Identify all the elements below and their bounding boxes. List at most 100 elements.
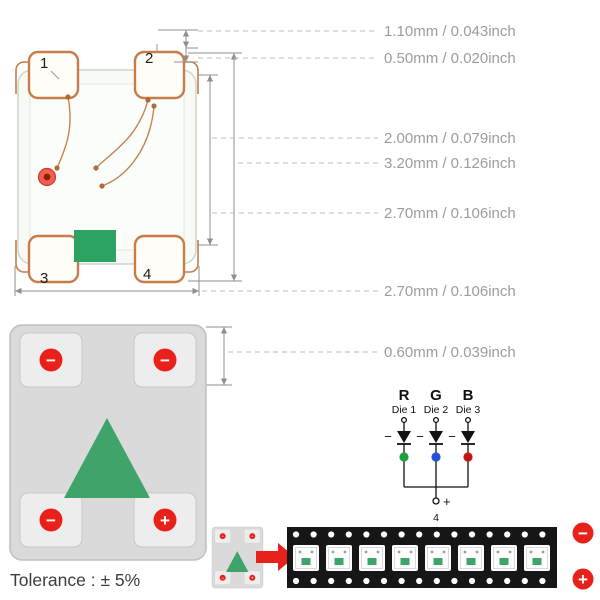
sprocket-hole	[433, 577, 440, 585]
sprocket-hole	[468, 577, 476, 585]
minus-sign-icon: −	[384, 429, 392, 444]
pad-marker-circle	[153, 508, 177, 532]
pocket-chip-outline	[394, 547, 416, 569]
sprocket-hole	[504, 531, 511, 538]
pad-marker-circle	[153, 348, 177, 372]
pocket-electrode-dot	[529, 550, 533, 554]
pocket-electrode-dot	[364, 550, 368, 554]
led-top-view: 1 2 3 4	[15, 44, 199, 287]
dimension-annotations: 1.10mm / 0.043inch 0.50mm / 0.020inch 2.…	[14, 23, 516, 386]
pocket-electrode-dot	[475, 550, 479, 554]
pin-3-label: 3	[40, 270, 48, 287]
rgb-circuit-schematic: R G B Die 1 Die 2 Die 3	[384, 387, 480, 524]
tape-plus-icon: +	[578, 570, 588, 589]
pocket-green-die	[433, 558, 443, 565]
tolerance-text: Tolerance : ± 5%	[10, 570, 140, 590]
sprocket-hole	[328, 577, 335, 585]
pocket-electrode-dot	[541, 550, 545, 554]
tape-reel-section: − +	[211, 522, 594, 590]
sprocket-hole	[539, 531, 546, 538]
red-die-center	[43, 173, 51, 181]
dimension-arrowheads	[15, 30, 238, 385]
pocket-electrode-dot	[463, 550, 467, 554]
pocket-green-die	[466, 558, 476, 565]
dim-label-3: 2.00mm / 0.079inch	[384, 130, 516, 147]
pin-leader-ticks	[50, 44, 158, 80]
pocket-electrode-dot	[409, 550, 413, 554]
sprocket-hole	[292, 577, 300, 585]
dim-label-1: 1.10mm / 0.043inch	[384, 23, 516, 40]
dim-label-2: 0.50mm / 0.020inch	[384, 50, 516, 67]
pocket-electrode-dot	[331, 550, 335, 554]
led-pockets	[293, 545, 550, 571]
die-dot-red	[463, 452, 473, 462]
pin-2-label: 2	[145, 50, 153, 67]
pin-1-label: 1	[40, 55, 48, 72]
sprocket-hole	[504, 577, 511, 585]
sprocket-hole	[521, 577, 528, 585]
sprocket-hole	[310, 577, 317, 585]
die-dot-blue	[431, 452, 441, 462]
package-inner-outline	[29, 83, 185, 251]
sprocket-hole	[521, 531, 528, 538]
die-3-label: Die 3	[456, 404, 481, 416]
die-dot-green	[399, 452, 409, 462]
sprocket-hole	[398, 531, 405, 538]
tape-polarity-icons: − +	[572, 522, 594, 590]
pocket-chip-outline	[328, 547, 350, 569]
dim-label-7: 0.60mm / 0.039inch	[384, 344, 516, 361]
sprocket-holes	[292, 531, 546, 585]
pad-minus-icon: −	[160, 351, 170, 370]
sprocket-hole	[345, 577, 352, 585]
pad-minus-icon: −	[46, 511, 56, 530]
dim-label-6: 2.70mm / 0.106inch	[384, 283, 516, 300]
pin-4-label: 4	[143, 266, 151, 283]
minus-sign-icon: −	[448, 429, 456, 444]
pocket-electrode-dot	[442, 550, 446, 554]
pocket-electrode-dot	[310, 550, 314, 554]
red-arrow-icon	[256, 543, 295, 571]
sprocket-hole	[468, 531, 476, 538]
sprocket-hole	[451, 531, 458, 538]
channel-letter-r: R	[399, 387, 410, 404]
pocket-electrode-dot	[508, 550, 512, 554]
die-1-label: Die 1	[392, 404, 417, 416]
pocket-chip-outline	[460, 547, 482, 569]
leader-lines	[198, 30, 378, 353]
dim-label-4: 3.20mm / 0.126inch	[384, 155, 516, 172]
pad-minus-icon: −	[46, 351, 56, 370]
sprocket-hole	[328, 531, 335, 538]
pocket-green-die	[400, 558, 410, 565]
tape-minus-icon: −	[578, 524, 588, 543]
sprocket-hole	[292, 531, 300, 538]
pad-marker-circle	[39, 348, 63, 372]
pocket-green-die	[532, 558, 542, 565]
channel-letter-b: B	[463, 387, 474, 404]
led-bottom-view: − − − +	[9, 324, 207, 561]
sprocket-hole	[486, 577, 493, 585]
pocket-chip-outline	[526, 547, 548, 569]
sprocket-hole	[380, 577, 388, 585]
pad-marker-circle	[39, 508, 63, 532]
sprocket-hole	[310, 531, 317, 538]
die-2-label: Die 2	[424, 404, 449, 416]
dimension-labels: 1.10mm / 0.043inch 0.50mm / 0.020inch 2.…	[384, 23, 516, 361]
green-die	[74, 230, 116, 262]
pocket-electrode-dot	[496, 550, 500, 554]
channel-letter-g: G	[430, 387, 442, 404]
diode-triangles	[397, 431, 475, 443]
sprocket-hole	[416, 577, 423, 585]
sprocket-hole	[345, 531, 352, 538]
bond-wires	[56, 96, 155, 187]
sprocket-hole	[363, 531, 370, 538]
sprocket-hole	[363, 577, 370, 585]
pad-plus-icon: +	[160, 511, 170, 530]
pocket-electrode-dot	[376, 550, 380, 554]
plus-circle	[572, 568, 594, 590]
sprocket-hole	[416, 531, 423, 538]
pocket-green-die	[301, 558, 311, 565]
orientation-triangle	[64, 418, 150, 498]
sprocket-hole	[451, 577, 458, 585]
sprocket-hole	[433, 531, 440, 538]
